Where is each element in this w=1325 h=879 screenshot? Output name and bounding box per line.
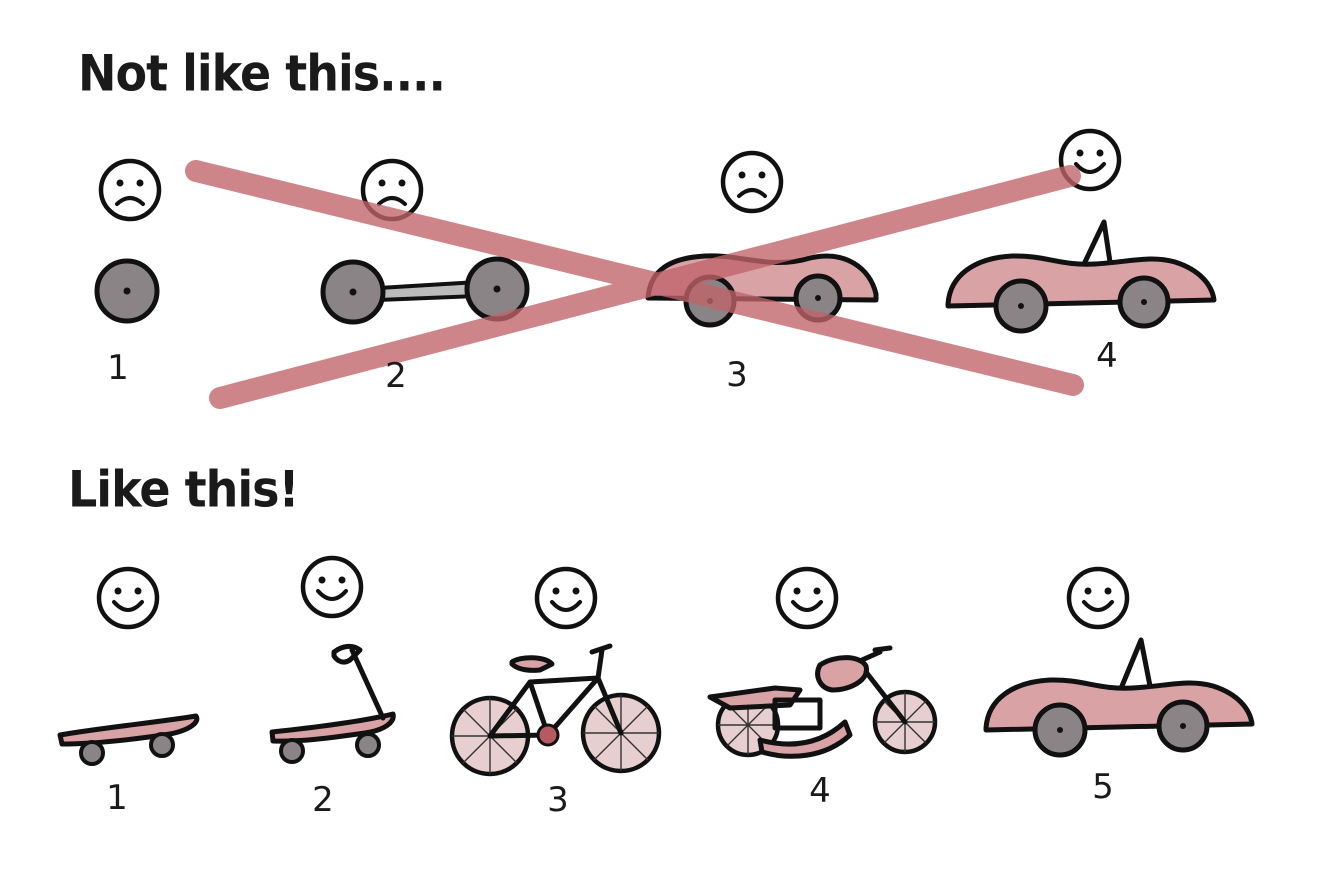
bicycle-icon bbox=[449, 643, 662, 777]
step-number: 5 bbox=[1092, 767, 1114, 807]
step-number: 3 bbox=[547, 780, 569, 820]
happy-face-icon bbox=[1066, 566, 1130, 630]
happy-face-icon bbox=[534, 566, 598, 630]
cross-out-mark bbox=[185, 160, 1084, 409]
scooter-icon bbox=[269, 643, 396, 764]
motorcycle-icon bbox=[707, 645, 938, 759]
step-number: 2 bbox=[312, 780, 334, 820]
heading-like-this: Like this! bbox=[68, 460, 300, 519]
step-number: 1 bbox=[107, 348, 129, 388]
car-icon bbox=[945, 219, 1217, 334]
sad-face-icon bbox=[720, 150, 784, 214]
skateboard-icon bbox=[57, 713, 200, 766]
step-number: 3 bbox=[726, 355, 748, 395]
happy-face-icon bbox=[96, 566, 160, 630]
happy-face-icon bbox=[300, 555, 364, 619]
heading-not-like-this: Not like this.... bbox=[78, 44, 446, 103]
axle-icon bbox=[320, 256, 530, 325]
happy-face-icon bbox=[775, 566, 839, 630]
step-number: 1 bbox=[106, 778, 128, 818]
step-number: 4 bbox=[1096, 336, 1118, 376]
step-number: 4 bbox=[809, 771, 831, 811]
wheel-icon bbox=[94, 258, 160, 324]
sad-face-icon bbox=[98, 158, 162, 222]
car-icon bbox=[983, 637, 1255, 758]
step-number: 2 bbox=[385, 356, 407, 396]
